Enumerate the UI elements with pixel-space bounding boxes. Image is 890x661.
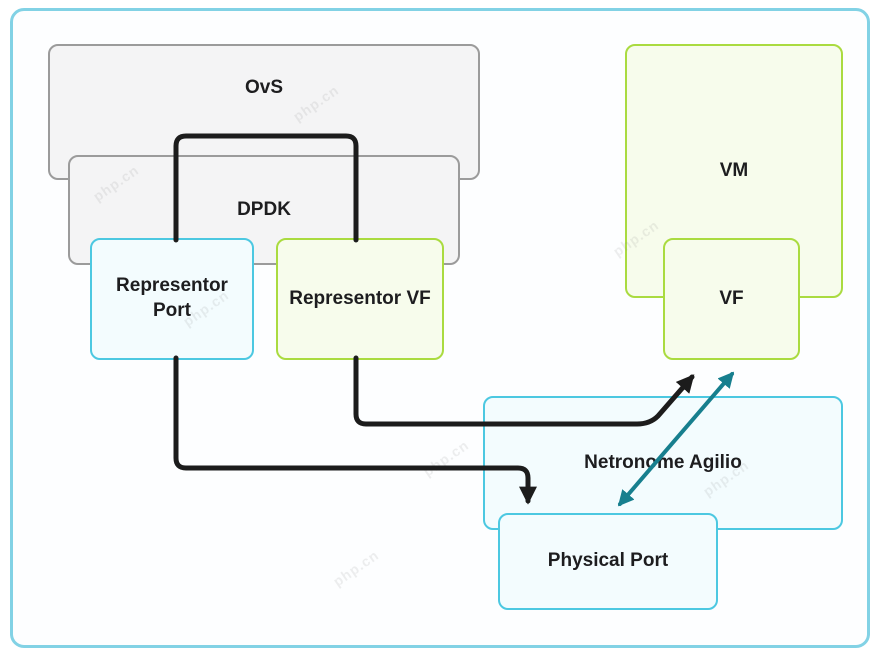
node-netronome-agilio: Netronome Agilio bbox=[483, 396, 843, 530]
node-representor-port: Representor Port bbox=[90, 238, 254, 360]
node-representor-vf-label: Representor VF bbox=[289, 287, 431, 309]
node-physical-port-label: Physical Port bbox=[547, 550, 669, 572]
node-vf: VF bbox=[663, 238, 800, 360]
node-netronome-agilio-label: Netronome Agilio bbox=[584, 451, 742, 473]
node-ovs-label: OvS bbox=[244, 77, 284, 98]
node-vf-label: VF bbox=[719, 287, 744, 309]
node-dpdk-label: DPDK bbox=[237, 198, 291, 220]
node-physical-port: Physical Port bbox=[498, 513, 718, 610]
node-representor-port-label: Representor Port bbox=[116, 275, 228, 321]
node-representor-vf: Representor VF bbox=[276, 238, 444, 360]
node-vm-label: VM bbox=[719, 159, 749, 181]
